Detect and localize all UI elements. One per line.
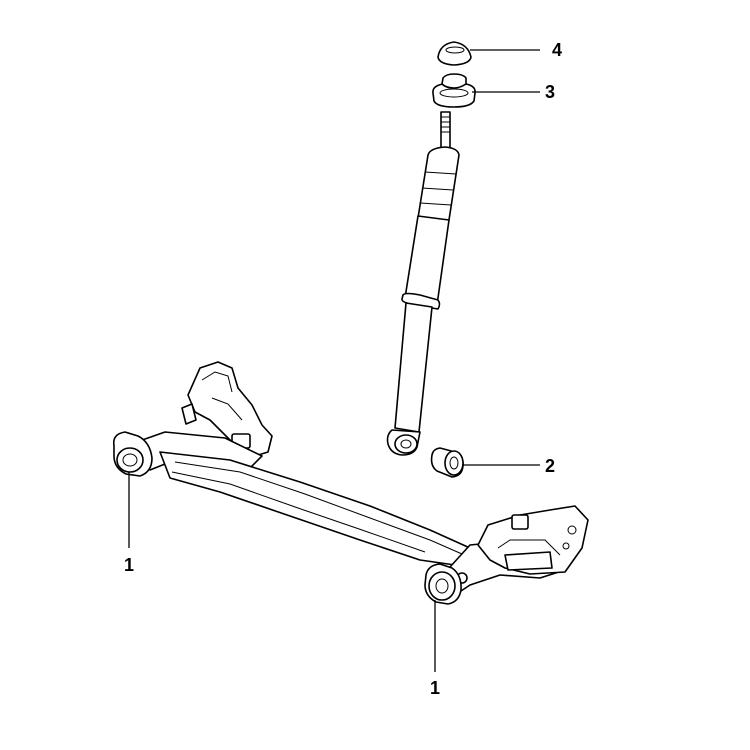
callout-label-1-right: 1 (430, 678, 440, 698)
dust-cap-part (437, 41, 472, 66)
callout-label-2: 2 (545, 456, 555, 476)
shock-absorber-part (386, 111, 460, 456)
callout-label-1-left: 1 (124, 555, 134, 575)
callout-label-3: 3 (545, 82, 555, 102)
shock-bushing-part (430, 447, 464, 478)
top-mount-part (432, 73, 476, 108)
callout-label-4: 4 (552, 40, 562, 60)
twist-beam-axle-part (112, 361, 589, 605)
